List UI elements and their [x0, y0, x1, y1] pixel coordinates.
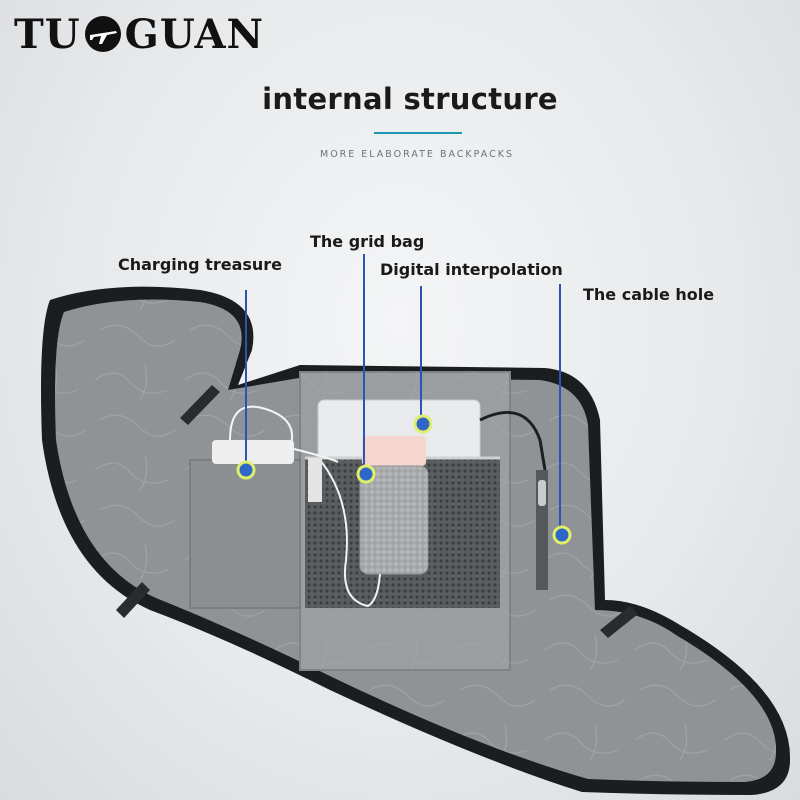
- marker-cable: [552, 525, 572, 545]
- zipper-tab-left: [180, 385, 220, 425]
- zipper-tab-bottom: [116, 582, 150, 618]
- power-bank: [359, 465, 429, 575]
- callout-charging-treasure: Charging treasure: [118, 255, 283, 274]
- zipper-tab-right: [600, 606, 638, 638]
- logo-text-right: GUAN: [124, 10, 265, 58]
- left-power-bank: [212, 440, 294, 464]
- page-subtitle: MORE ELABORATE BACKPACKS: [320, 149, 514, 160]
- airplane-icon: [84, 16, 121, 52]
- callout-digital-interpolation: Digital interpolation: [380, 260, 563, 279]
- marker-grid: [356, 464, 376, 484]
- callout-cable-hole: The cable hole: [583, 285, 715, 304]
- marker-digital: [413, 414, 433, 434]
- marker-charging: [236, 460, 256, 480]
- title-underline: [374, 132, 462, 134]
- phone-top: [362, 436, 426, 466]
- charging-cable: [479, 411, 547, 471]
- left-pocket: [189, 459, 301, 609]
- page-title: internal structure: [262, 82, 558, 116]
- logo-text-left: TU: [14, 10, 81, 58]
- brand-logo: TU GUAN: [14, 10, 265, 58]
- callout-grid-bag: The grid bag: [310, 232, 425, 251]
